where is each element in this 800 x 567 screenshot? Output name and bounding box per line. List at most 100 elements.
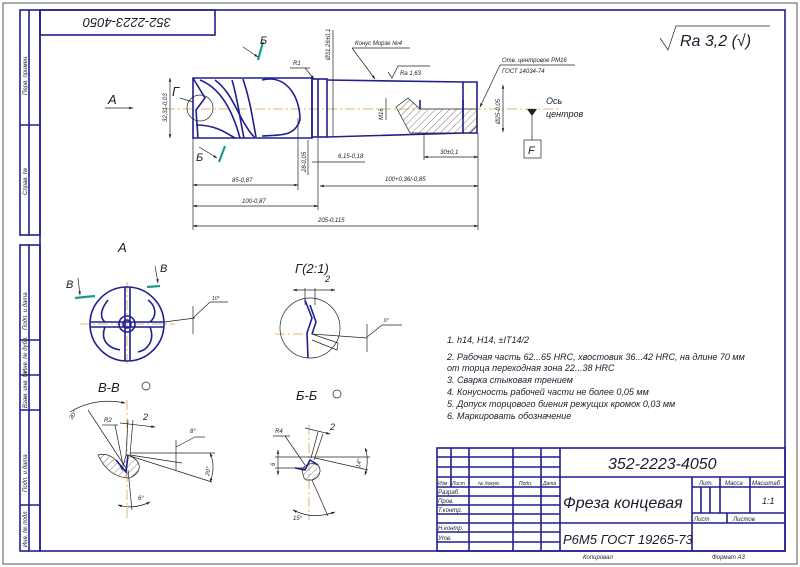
note-1: 1. h14, H14, ±IT14/2 (447, 335, 529, 345)
part-name: Фреза концевая (563, 495, 683, 512)
section-bb-angle-15: 15° (293, 516, 303, 522)
datum-box (523, 139, 542, 159)
strip-label: Взам. инв. № (22, 370, 29, 408)
strip-label: Подп. и дата (23, 292, 29, 330)
row-label-approved: Утв. (437, 536, 452, 542)
strip-label: Инв. № подл. (22, 510, 29, 547)
dim-cutter-diameter: 32,31-0,03 (163, 93, 169, 122)
axis-label-2: центров (546, 109, 584, 119)
copied-label: Копировал (583, 555, 613, 561)
dim-28: 28-0,05 (302, 151, 308, 173)
row-label-developer: Разраб. (438, 490, 460, 496)
title-block: Изм Лист № докум. Подп. Дата Разраб. Про… (436, 447, 786, 561)
tooth-profile (97, 454, 140, 479)
lit-label: Лит. (698, 481, 713, 487)
dim-d25: Ø25-0,05 (496, 98, 502, 125)
view-arrow-label: А (107, 92, 117, 107)
detail-circle (279, 297, 341, 359)
surface-finish-text: Ra 3,2 (√) (680, 33, 751, 50)
scale-value: 1:1 (762, 496, 775, 506)
strip-label: Инв. № дубл. (22, 336, 29, 373)
dim-85: 85-0,87 (232, 178, 253, 184)
scale-label: Масштаб (752, 481, 781, 487)
section-bb-radius: R4 (275, 429, 283, 435)
material: Р6М5 ГОСТ 19265-73 (563, 532, 694, 547)
surface-finish-symbol: Ra 3,2 (√) (659, 25, 770, 51)
view-a-angle: 10° (212, 296, 220, 302)
col-header-izm: Изм (438, 481, 448, 487)
section-vv-title: В-В (98, 380, 120, 395)
dim-205: 205-0,115 (317, 218, 345, 224)
mass-label: Масса (725, 481, 743, 487)
dim-100: 100-0,87 (242, 199, 266, 205)
center-hole-callout-1: Отв. центровое РМ16 (502, 58, 567, 64)
radius-r1: R1 (293, 61, 301, 67)
row-label-tech-control: Т.контр. (438, 508, 462, 514)
center-hole-section (395, 97, 478, 134)
view-a-mark-right: В (160, 263, 167, 275)
stamp-designation: 352-2223-4050 (82, 15, 171, 30)
section-mark-bottom (217, 145, 227, 163)
section-vv-angle-6: 6° (138, 496, 144, 502)
row-label-norm-control: Н.контр. (438, 526, 463, 532)
detail-g-angle: 6° (384, 318, 389, 324)
section-vv-angle-20: 20° (205, 466, 213, 478)
section-mark-bottom-label: Б (196, 152, 203, 164)
note-3: 3. Сварка стыковая трением (447, 375, 573, 385)
section-bb-dim-6: 6 (271, 462, 277, 466)
strip-label: Справ. № (22, 167, 29, 195)
dim-m16: М16 (379, 108, 385, 120)
dim-6-15: 6,15-0,18 (338, 154, 364, 160)
view-a: А В В 10° (66, 240, 228, 366)
cutter-body (192, 77, 313, 139)
tooth-profile (301, 463, 321, 481)
note-2-cont: от торца переходная зона 22...38 HRC (447, 363, 615, 373)
collar (311, 78, 328, 138)
section-bb: Б-Б R4 2 6 14° 15° (271, 388, 370, 522)
dim-30: 30±0,1 (440, 150, 458, 156)
note-4: 4. Конусность рабочей части не более 0,0… (447, 387, 649, 397)
datum-letter: F (528, 145, 536, 157)
detail-label: Г (172, 84, 180, 99)
section-vv-angle-30: 30° (69, 410, 79, 421)
designation: 352-2223-4050 (608, 456, 717, 473)
note-2: 2. Рабочая часть 62...65 HRC, хвостовик … (446, 352, 745, 362)
view-a-mark-left: В (66, 279, 73, 291)
taper-roughness: Ra 1,63 (400, 71, 422, 77)
note-5: 5. Допуск торцового биения режущих кромо… (447, 399, 675, 409)
detail-g-title: Г(2:1) (295, 261, 329, 276)
col-header-doc: № докум. (478, 481, 500, 487)
datum-triangle (527, 109, 537, 116)
col-header-list: Лист (451, 481, 465, 487)
col-header-sign: Подп. (519, 481, 532, 487)
technical-notes: 1. h14, H14, ±IT14/2 2. Рабочая часть 62… (446, 335, 745, 421)
detail-g: Г(2:1) 2 6° (275, 261, 402, 359)
center-hole-callout-2: ГОСТ 14034-74 (502, 69, 545, 75)
section-mark-top-label: Б (260, 35, 267, 47)
section-vv-dim: 2 (142, 412, 148, 422)
section-vv-angle-8: 8° (190, 429, 196, 435)
strip-label: Перв. примен. (23, 55, 29, 95)
sheet-label: Лист (693, 517, 709, 523)
side-strip: Перв. примен. Справ. № Подп. и дата Инв.… (19, 9, 41, 552)
cutter-end-circle (89, 286, 165, 362)
taper-callout: Конус Морзе №4 (355, 40, 403, 47)
section-vv-radius: R2 (104, 418, 112, 424)
strip-label: Подп. и дата (23, 454, 29, 492)
axis-label-1: Ось (546, 96, 563, 106)
detail-g-dim: 2 (324, 274, 330, 284)
section-mark-top (256, 41, 265, 61)
top-stamp: 352-2223-4050 (39, 9, 216, 36)
format-label: Формат А3 (712, 555, 745, 561)
col-header-date: Дата (542, 481, 556, 487)
main-view: А Г Б Б 32,31-0,03 85-0,8 (105, 29, 584, 230)
note-6: 6. Маркировать обозначение (447, 411, 571, 421)
section-bb-dim: 2 (329, 422, 335, 432)
section-vv: В-В 30° R2 2 8° 20° 6° (69, 380, 215, 520)
sheets-label: Листов (732, 517, 755, 523)
row-label-checked: Пров. (438, 499, 454, 505)
section-bb-title: Б-Б (296, 388, 318, 403)
